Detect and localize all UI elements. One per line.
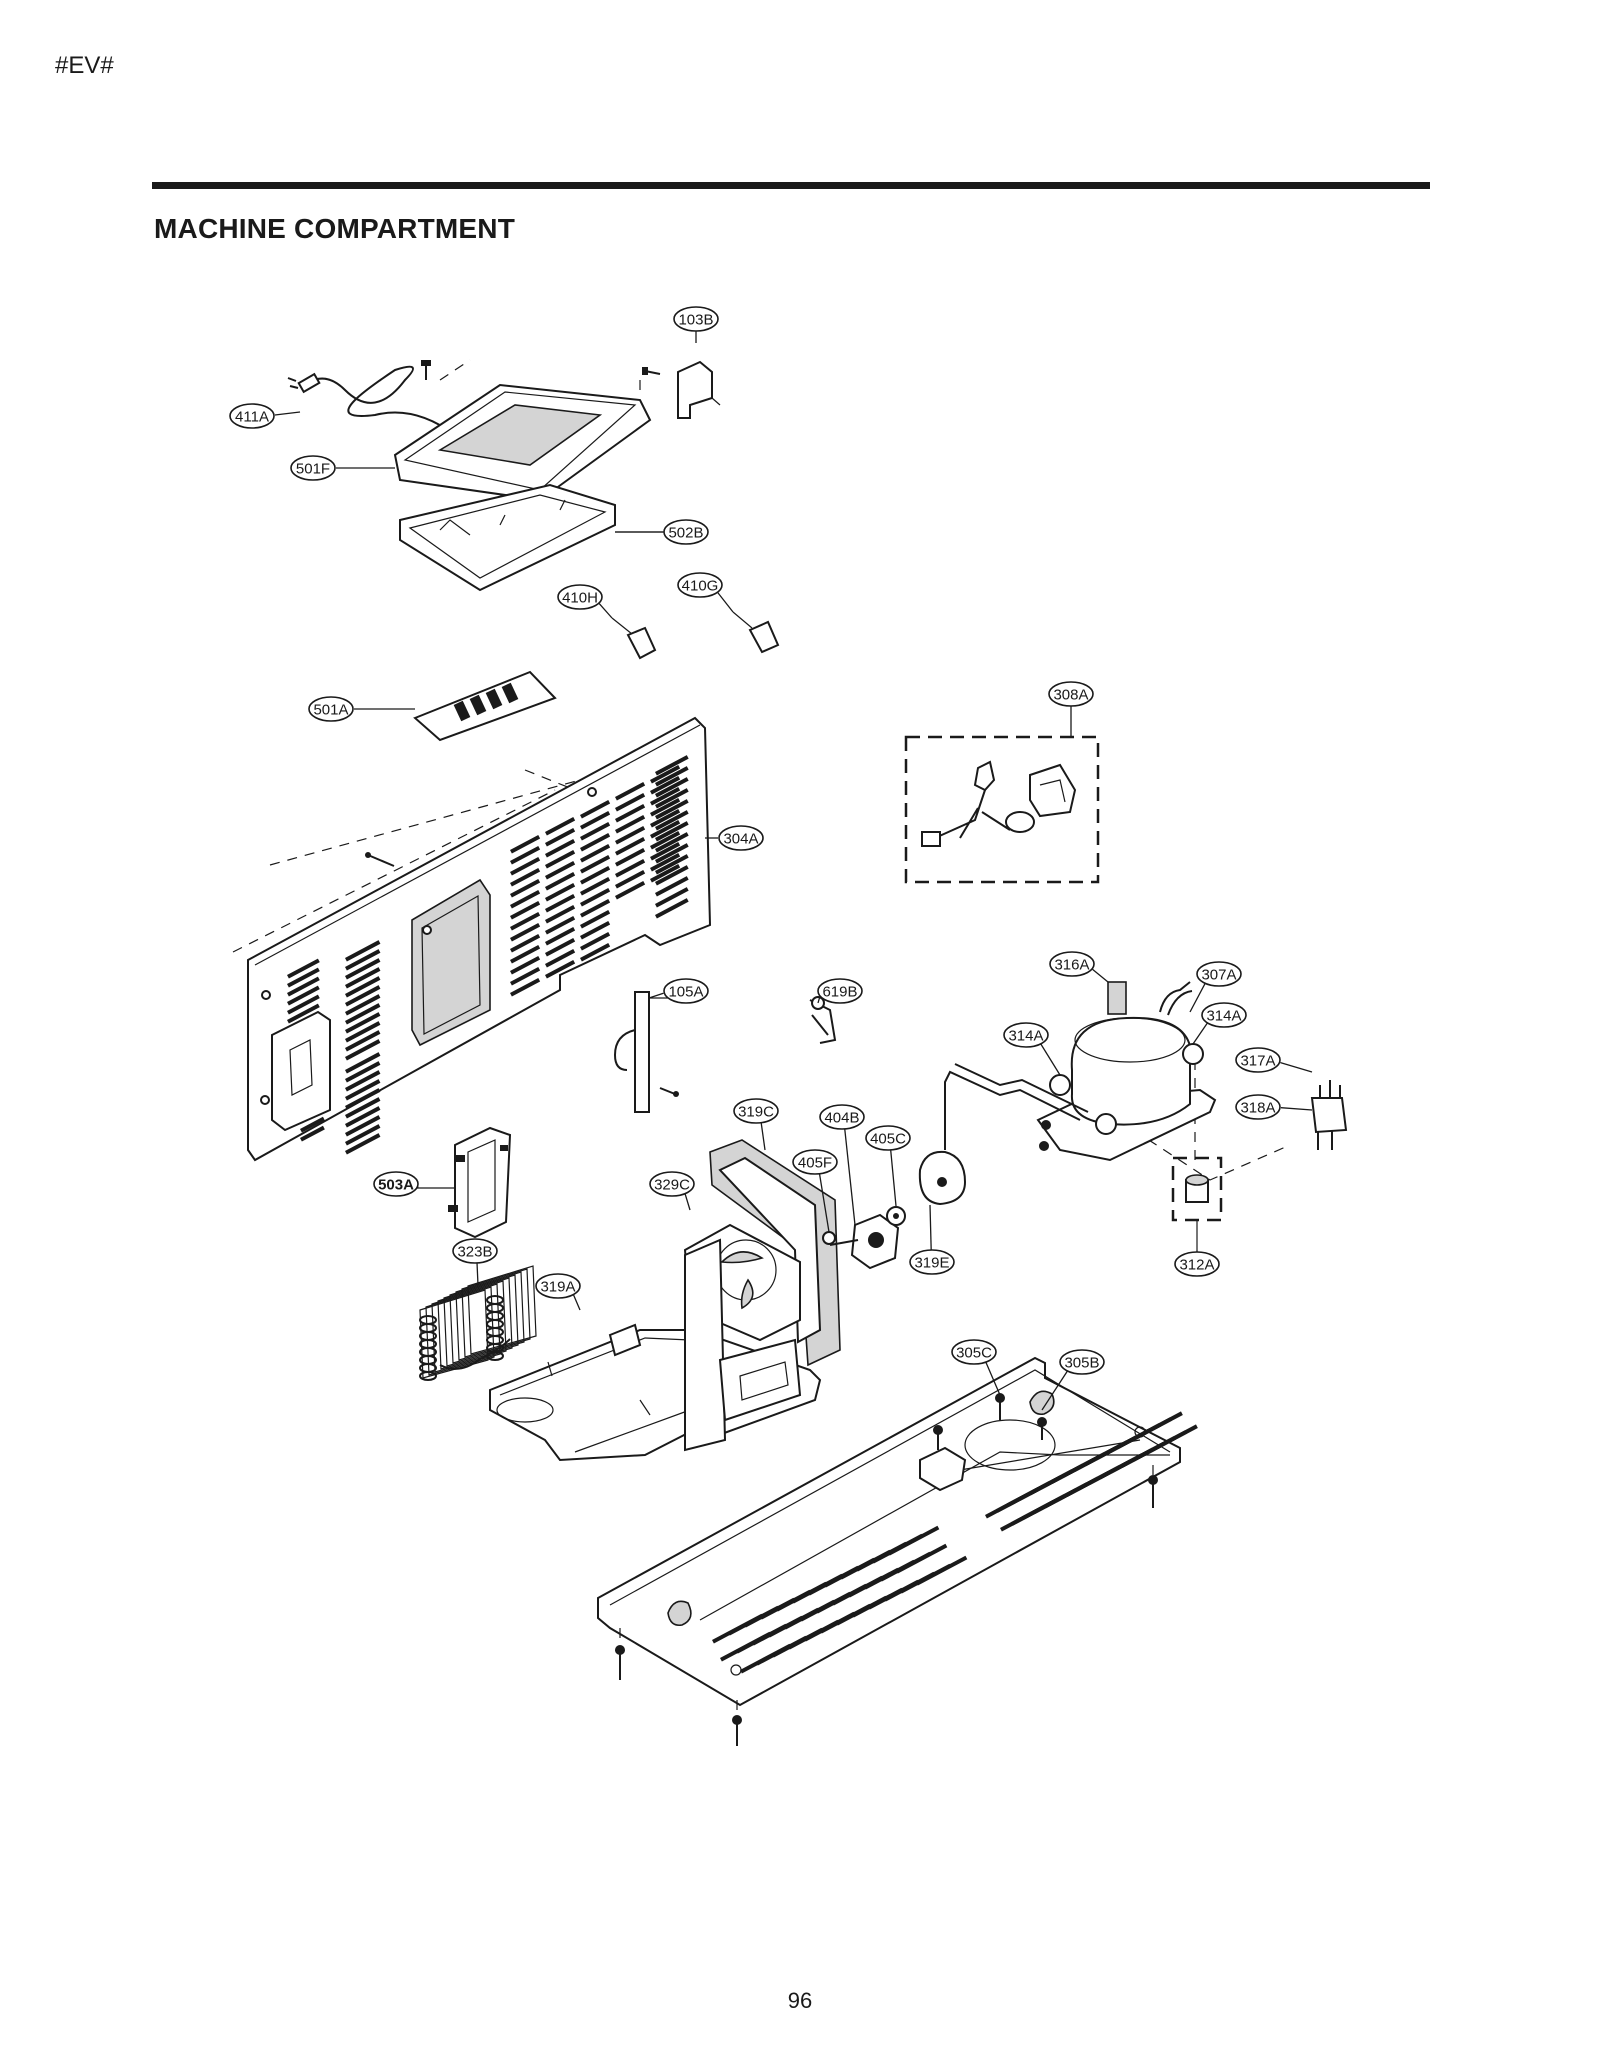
svg-text:410G: 410G — [682, 578, 719, 595]
svg-text:501A: 501A — [313, 702, 348, 719]
callout-312A: 312A — [1174, 1251, 1220, 1277]
callout-103B: 103B — [673, 306, 719, 332]
callout-314A: 314A — [1003, 1022, 1049, 1048]
callout-329C: 329C — [649, 1171, 695, 1197]
control-box-group — [287, 359, 780, 660]
callout-619B: 619B — [817, 978, 863, 1004]
start-relay-group — [904, 735, 1100, 884]
svg-text:312A: 312A — [1179, 1257, 1214, 1274]
svg-text:501F: 501F — [296, 461, 330, 478]
svg-text:503A: 503A — [378, 1177, 414, 1194]
page-number: 96 — [787, 1988, 813, 2013]
svg-text:308A: 308A — [1053, 687, 1088, 704]
callout-105A: 105A — [663, 978, 709, 1004]
condenser-coil — [419, 1265, 537, 1381]
svg-text:323B: 323B — [457, 1244, 492, 1261]
callout-404B: 404B — [819, 1104, 865, 1130]
callout-405C: 405C — [865, 1125, 911, 1151]
svg-text:318A: 318A — [1240, 1100, 1275, 1117]
callout-318A: 318A — [1235, 1094, 1281, 1120]
callout-304A: 304A — [718, 825, 764, 851]
svg-text:314A: 314A — [1008, 1028, 1043, 1045]
callout-503A: 503A — [373, 1171, 419, 1197]
callout-layer: 103B 411A 501F 502B 410H 410G 501A 308A 304A 105A… — [229, 306, 1313, 1411]
document-marker: #EV# — [55, 52, 114, 79]
callout-501A: 501A — [308, 696, 354, 722]
callout-314A: 314A — [1201, 1002, 1247, 1028]
callout-502B: 502B — [663, 519, 709, 545]
svg-text:404B: 404B — [824, 1110, 859, 1127]
base-plate-group — [597, 1356, 1198, 1746]
svg-text:319E: 319E — [914, 1255, 949, 1272]
callout-319E: 319E — [909, 1249, 955, 1275]
callout-405F: 405F — [792, 1149, 838, 1175]
svg-text:314A: 314A — [1206, 1008, 1241, 1025]
svg-text:105A: 105A — [668, 984, 703, 1001]
compressor-group — [918, 981, 1348, 1250]
rear-panel-group — [232, 670, 712, 1162]
callout-411A: 411A — [229, 403, 275, 429]
svg-text:410H: 410H — [562, 590, 598, 607]
svg-text:411A: 411A — [235, 409, 269, 426]
callout-305B: 305B — [1059, 1349, 1105, 1375]
bulb-410G — [732, 611, 780, 654]
svg-text:405C: 405C — [870, 1131, 906, 1148]
svg-text:305C: 305C — [956, 1345, 992, 1362]
fan-assembly-group — [489, 1139, 906, 1462]
svg-text:305B: 305B — [1064, 1355, 1099, 1372]
drain-tube-group — [613, 991, 837, 1113]
callout-307A: 307A — [1196, 961, 1242, 987]
callout-501F: 501F — [290, 455, 336, 481]
svg-text:329C: 329C — [654, 1177, 690, 1194]
bracket-503A — [412, 1126, 512, 1239]
svg-text:502B: 502B — [668, 525, 703, 542]
svg-text:304A: 304A — [723, 831, 758, 848]
svg-text:103B: 103B — [678, 312, 713, 329]
callout-319C: 319C — [733, 1098, 779, 1124]
callout-305C: 305C — [951, 1339, 997, 1365]
svg-text:307A: 307A — [1201, 967, 1236, 984]
section-rule — [152, 182, 1430, 189]
callout-410G: 410G — [677, 572, 723, 598]
callout-316A: 316A — [1049, 951, 1095, 977]
callout-317A: 317A — [1235, 1047, 1281, 1073]
callout-319A: 319A — [535, 1273, 581, 1299]
bulb-410H — [611, 617, 657, 660]
callout-323B: 323B — [452, 1238, 498, 1264]
svg-text:405F: 405F — [798, 1155, 832, 1172]
svg-text:317A: 317A — [1240, 1053, 1275, 1070]
svg-text:316A: 316A — [1054, 957, 1089, 974]
section-title: MACHINE COMPARTMENT — [154, 213, 516, 244]
callout-410H: 410H — [557, 584, 603, 610]
svg-text:619B: 619B — [822, 984, 857, 1001]
svg-text:319A: 319A — [540, 1279, 575, 1296]
callout-308A: 308A — [1048, 681, 1094, 707]
svg-text:319C: 319C — [738, 1104, 774, 1121]
